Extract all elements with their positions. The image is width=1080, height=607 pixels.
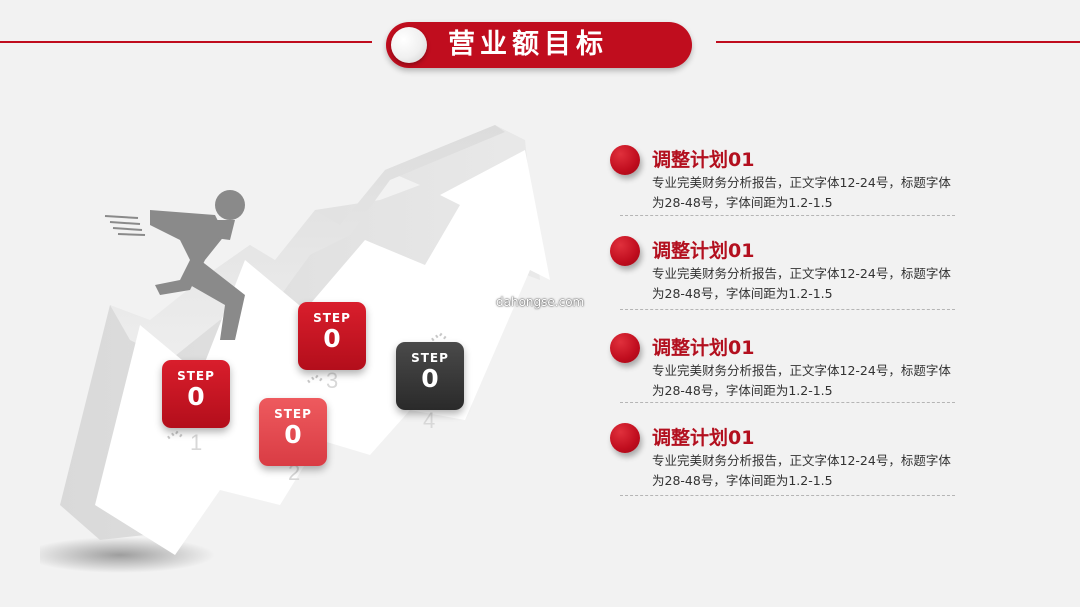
step-label: STEP [177,369,215,383]
svg-text:3: 3 [326,368,338,393]
plan-item-1: 调整计划01 专业完美财务分析报告，正文字体12-24号，标题字体为28-48号… [610,142,955,222]
svg-text:4: 4 [423,408,435,433]
arrow-top-surface [110,125,505,360]
plan-item-3: 调整计划01 专业完美财务分析报告，正文字体12-24号，标题字体为28-48号… [610,330,955,410]
plan-description: 专业完美财务分析报告，正文字体12-24号，标题字体为28-48号，字体间距为1… [652,175,951,210]
title-bullet-icon [391,27,427,63]
step-label: STEP [274,407,312,421]
watermark: dahongse.com [496,295,585,309]
plan-bullet-icon [610,236,640,266]
step-card-2: STEP 0 [259,398,327,466]
running-figure-icon [150,190,245,340]
step-label: STEP [313,311,351,325]
step-label: STEP [411,351,449,365]
page-title: 营业额目标 [448,29,608,60]
step-card-4: STEP 0 [396,342,464,410]
plan-title: 调整计划01 [652,427,755,449]
plan-bullet-icon [610,423,640,453]
plan-divider [620,495,955,496]
plan-divider [620,402,955,403]
step-value: 0 [187,382,205,411]
plan-item-2: 调整计划01 专业完美财务分析报告，正文字体12-24号，标题字体为28-48号… [610,233,955,313]
plan-bullet-icon [610,333,640,363]
header-rule-right [716,41,1080,43]
plan-divider [620,215,955,216]
header-rule-left [0,41,372,43]
plan-title: 调整计划01 [652,337,755,359]
step-card-1: STEP 0 [162,360,230,428]
plan-description: 专业完美财务分析报告，正文字体12-24号，标题字体为28-48号，字体间距为1… [652,453,951,488]
step-value: 0 [421,364,439,393]
plan-divider [620,309,955,310]
svg-text:1: 1 [190,430,202,455]
plan-description: 专业完美财务分析报告，正文字体12-24号，标题字体为28-48号，字体间距为1… [652,266,951,301]
svg-text:2: 2 [288,460,300,485]
plan-item-4: 调整计划01 专业完美财务分析报告，正文字体12-24号，标题字体为28-48号… [610,420,955,500]
plan-title: 调整计划01 [652,240,755,262]
plan-description: 专业完美财务分析报告，正文字体12-24号，标题字体为28-48号，字体间距为1… [652,363,951,398]
step-card-3: STEP 0 [298,302,366,370]
step-value: 0 [323,324,341,353]
floor-shadow [40,537,215,573]
plan-title: 调整计划01 [652,149,755,171]
plan-bullet-icon [610,145,640,175]
title-banner: 营业额目标 [386,22,692,68]
step-value: 0 [284,420,302,449]
